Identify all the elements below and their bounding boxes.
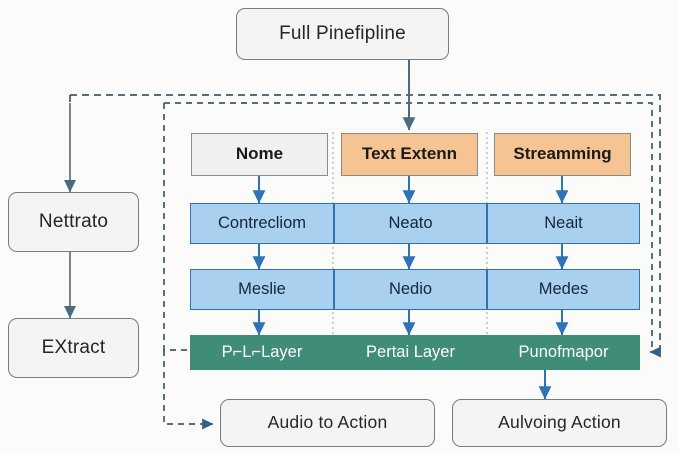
output-aulvoing-action-label: Aulvoing Action (498, 412, 621, 433)
column-header-streamming-label: Streamming (513, 144, 612, 164)
output-audio-to-action-label: Audio to Action (267, 412, 388, 433)
column-header-nome[interactable]: Nome (191, 133, 328, 176)
stage-nedio[interactable]: Nedio (334, 269, 487, 310)
footer-pertai-layer[interactable]: Pertai Layer (334, 335, 487, 370)
stage-contrecliom[interactable]: Contrecliom (190, 203, 334, 244)
footer-pl-layer[interactable]: P⌐L⌐Layer (190, 335, 334, 370)
stage-contrecliom-label: Contrecliom (217, 214, 307, 233)
stage-neait-label: Neait (544, 214, 583, 233)
footer-punofmapor-label: Punofmapor (518, 343, 609, 362)
footer-pertai-layer-label: Pertai Layer (366, 343, 455, 362)
output-audio-to-action[interactable]: Audio to Action (220, 399, 435, 447)
stage-neato[interactable]: Neato (334, 203, 487, 244)
stage-neait[interactable]: Neait (487, 203, 640, 244)
stage-nedio-label: Nedio (388, 280, 433, 299)
column-header-nome-label: Nome (235, 144, 284, 164)
left-node-nettrato[interactable]: Nettrato (8, 192, 139, 252)
stage-medes-label: Medes (538, 280, 589, 299)
stage-meslie[interactable]: Meslie (190, 269, 334, 310)
stage-neato-label: Neato (388, 214, 433, 233)
left-node-extract-label: EXtract (41, 336, 106, 358)
left-node-extract[interactable]: EXtract (8, 318, 139, 378)
column-header-text-extenn[interactable]: Text Extenn (341, 133, 478, 176)
footer-pl-layer-label: P⌐L⌐Layer (221, 343, 303, 362)
stage-meslie-label: Meslie (238, 280, 286, 299)
column-header-text-extenn-label: Text Extenn (361, 144, 458, 164)
title-box[interactable]: Full Pinefipline (236, 8, 449, 60)
footer-punofmapor[interactable]: Punofmapor (487, 335, 640, 370)
title-box-label: Full Pinefipline (279, 22, 406, 44)
output-aulvoing-action[interactable]: Aulvoing Action (452, 399, 667, 447)
left-node-nettrato-label: Nettrato (38, 210, 109, 232)
stage-medes[interactable]: Medes (487, 269, 640, 310)
column-header-streamming[interactable]: Streamming (494, 133, 631, 176)
